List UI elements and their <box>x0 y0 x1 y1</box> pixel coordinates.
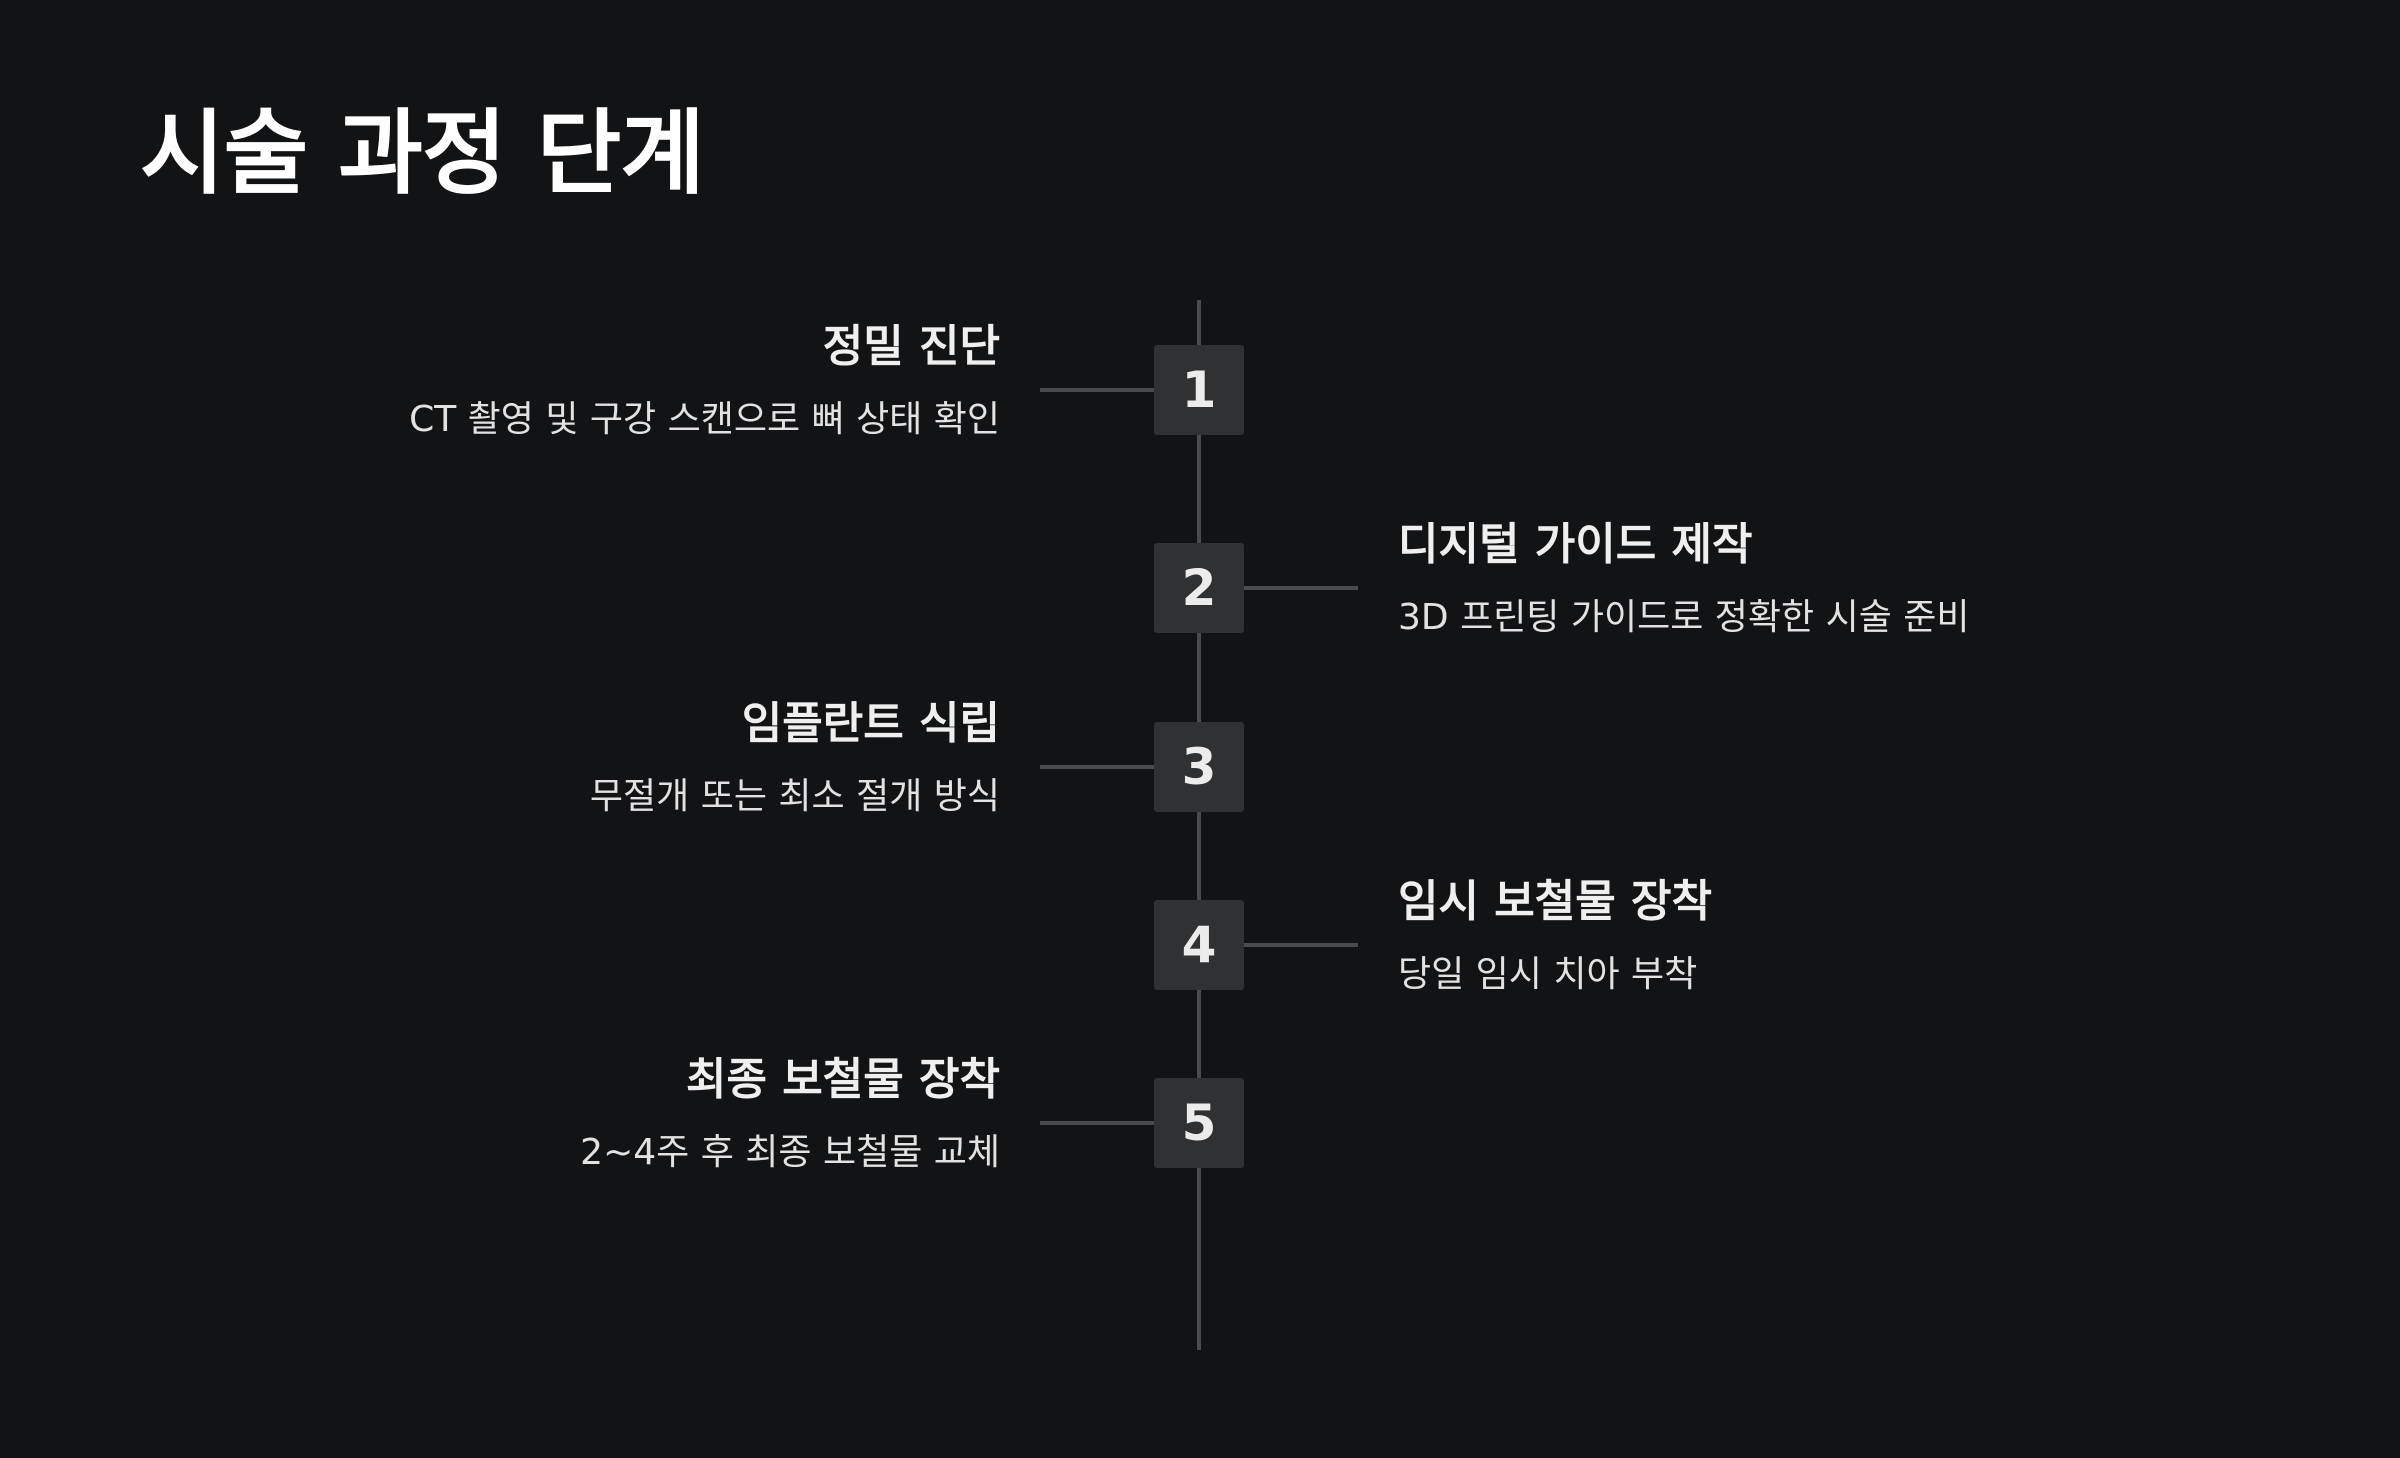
step-title: 정밀 진단 <box>822 321 1000 372</box>
step-description: 3D 프린팅 가이드로 정확한 시술 준비 <box>1398 596 1970 638</box>
step-connector <box>1244 943 1358 947</box>
step-description: 2~4주 후 최종 보철물 교체 <box>580 1131 1000 1173</box>
step-title: 최종 보철물 장착 <box>686 1054 1000 1105</box>
step-content: 정밀 진단 CT 촬영 및 구강 스캔으로 뼈 상태 확인 <box>409 321 1000 441</box>
step-description: 무절개 또는 최소 절개 방식 <box>589 775 1000 817</box>
timeline-step-2: 2 디지털 가이드 제작 3D 프린팅 가이드로 정확한 시술 준비 <box>0 519 2400 638</box>
step-content: 최종 보철물 장착 2~4주 후 최종 보철물 교체 <box>580 1054 1000 1174</box>
step-number-box: 1 <box>1154 345 1244 435</box>
step-number-box: 2 <box>1154 543 1244 633</box>
timeline-step-5: 5 최종 보철물 장착 2~4주 후 최종 보철물 교체 <box>0 1054 2400 1173</box>
step-title: 임시 보철물 장착 <box>1398 876 1712 927</box>
step-description: 당일 임시 치아 부착 <box>1398 953 1698 995</box>
step-number-box: 3 <box>1154 722 1244 812</box>
step-connector <box>1040 1121 1154 1125</box>
step-content: 임시 보철물 장착 당일 임시 치아 부착 <box>1398 876 1712 996</box>
step-number-box: 4 <box>1154 900 1244 990</box>
step-content: 디지털 가이드 제작 3D 프린팅 가이드로 정확한 시술 준비 <box>1398 519 1970 639</box>
timeline-line <box>1197 300 1201 1350</box>
timeline-step-1: 1 정밀 진단 CT 촬영 및 구강 스캔으로 뼈 상태 확인 <box>0 321 2400 440</box>
step-description: CT 촬영 및 구강 스캔으로 뼈 상태 확인 <box>409 398 1000 440</box>
page-title: 시술 과정 단계 <box>140 100 705 207</box>
step-number-box: 5 <box>1154 1078 1244 1168</box>
step-title: 디지털 가이드 제작 <box>1398 519 1753 570</box>
step-content: 임플란트 식립 무절개 또는 최소 절개 방식 <box>590 698 1000 818</box>
step-connector <box>1244 586 1358 590</box>
step-connector <box>1040 388 1154 392</box>
step-title: 임플란트 식립 <box>741 698 1000 749</box>
timeline-step-4: 4 임시 보철물 장착 당일 임시 치아 부착 <box>0 876 2400 995</box>
step-connector <box>1040 765 1154 769</box>
timeline-step-3: 3 임플란트 식립 무절개 또는 최소 절개 방식 <box>0 698 2400 817</box>
